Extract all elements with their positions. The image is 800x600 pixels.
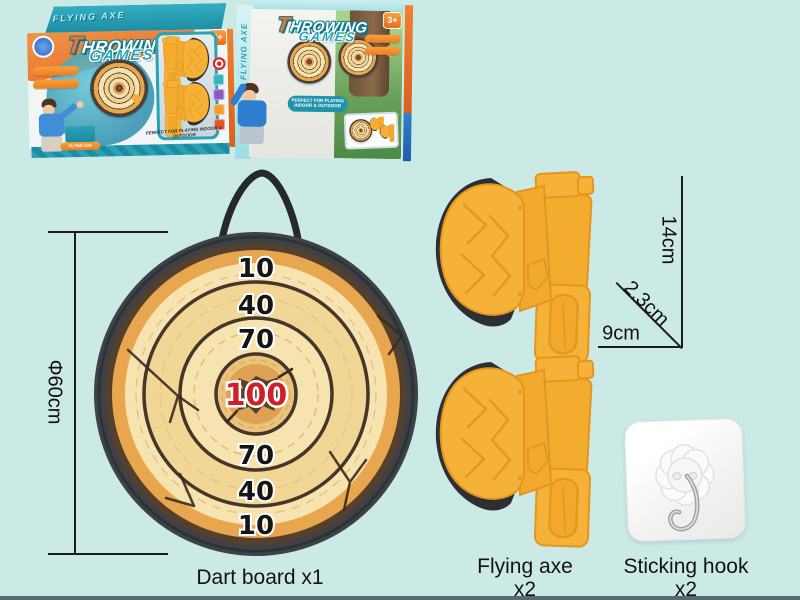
box2-ribbon-1: [363, 34, 402, 44]
box2-right-edge-lower: [402, 113, 412, 162]
diameter-label: Φ60cm: [43, 359, 66, 425]
score-10-bottom: 10: [238, 511, 274, 541]
box2-tagline-pill: PERFECT FOR PLAYING INDOOR & OUTDOOR: [287, 95, 348, 113]
dartboard-center-blob: [232, 376, 283, 414]
score-10-top: 10: [238, 254, 274, 284]
caption-sticking-hook: Sticking hook x2: [600, 555, 772, 600]
box1-icon-column: [212, 56, 228, 134]
dartboard: 10 40 70 70 40 10 100: [94, 169, 418, 556]
box1-shield-banner: FLYING AXE: [60, 141, 101, 151]
product-box-2: FLYING AXE THROWING GAMES 3+ PERFECT FOR…: [229, 0, 414, 167]
box2-side-label: FLYING AXE: [239, 22, 249, 81]
box1-ribbons: [31, 66, 80, 93]
box1-ribbon-1: [31, 66, 80, 77]
sticking-hook: [623, 417, 747, 543]
score-70-top: 70: [238, 325, 274, 355]
box1-window: [155, 31, 220, 141]
box1-right-edge: [226, 28, 236, 147]
flying-axe-1: [434, 170, 595, 364]
dartboard-rim-inner-shadow: [97, 235, 415, 553]
score-70-bottom: 70: [238, 441, 274, 471]
axe-width-label: 9cm: [602, 322, 640, 345]
feature-icon-purple: [213, 89, 225, 101]
caption-sticking-hook-name: Sticking hook: [623, 555, 749, 578]
caption-flying-axe-qty: x2: [513, 578, 537, 600]
hook-mount-nub: [672, 472, 682, 481]
kid-pants: [41, 136, 63, 152]
feature-icon-orange: [213, 104, 225, 116]
dartboard-hanging-strap: [217, 169, 303, 248]
box2-front-face: THROWING GAMES 3+ PERFECT FOR PLAYING IN…: [248, 8, 404, 160]
dartboard-cracks: [126, 314, 404, 512]
box1-side-label: FLYING AXE: [52, 9, 126, 24]
box2-right-edge: [403, 5, 414, 116]
dartboard-center-blob-spikes: [225, 367, 294, 424]
diameter-extension-bottom: [48, 553, 168, 555]
target-icon: [212, 56, 226, 71]
box2-title-line2: GAMES: [297, 28, 358, 45]
axe-width-line: [598, 346, 683, 348]
score-40-top: 40: [238, 291, 274, 321]
flying-axe-2: [434, 354, 595, 548]
diameter-extension-top: [48, 231, 168, 233]
box2-ribbon-2: [363, 46, 402, 56]
kid-pants: [239, 126, 264, 145]
photo-bottom-edge: [0, 596, 800, 600]
box2-ribbons: [363, 34, 402, 60]
score-40-bottom: 40: [238, 477, 274, 507]
box2-age-badge: 3+: [383, 12, 401, 29]
caption-flying-axe: Flying axe x2: [450, 555, 600, 600]
kid-shirt: [38, 100, 84, 137]
box2-inset-panel: [343, 111, 400, 150]
feature-icon-teal: [212, 74, 225, 86]
caption-flying-axe-name: Flying axe: [477, 555, 573, 578]
caption-sticking-hook-qty: x2: [674, 578, 698, 600]
axe-height-label: 14cm: [657, 215, 680, 265]
score-100-center: 100: [225, 378, 288, 413]
box2-kid-photo: [229, 82, 267, 145]
axe-height-line: [681, 176, 683, 348]
caption-dart-board: Dart board x1: [196, 566, 324, 589]
product-box-1: FLYING AXE THROWING GAMES 3+: [26, 3, 236, 159]
diameter-vertical-line: [74, 231, 76, 555]
dartboard-grain-rings: [135, 273, 377, 515]
hook-wire-highlight: [669, 475, 698, 530]
sticking-hook-art: [655, 444, 715, 532]
kid-shirt: [229, 82, 267, 127]
box1-ribbon-2: [32, 79, 80, 90]
box2-inset-axe-2: [379, 124, 396, 143]
